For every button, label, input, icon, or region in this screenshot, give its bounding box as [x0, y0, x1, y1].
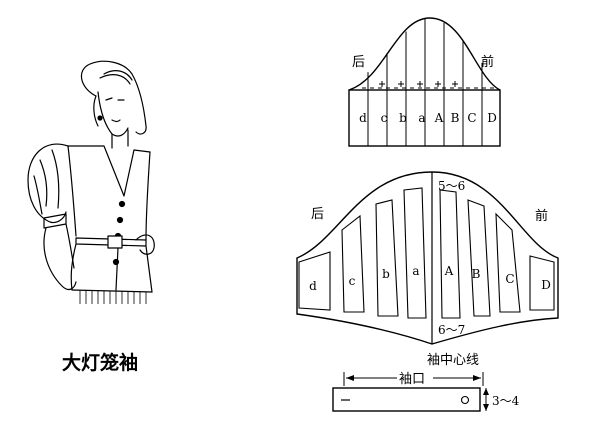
cuff-label: 袖口: [399, 372, 425, 387]
top-panel-letter: b: [399, 111, 407, 125]
top-ease-mark: [435, 81, 441, 87]
top-panel-letter: A: [434, 111, 444, 125]
bottom-panel-letter: C: [505, 272, 514, 286]
bottom-sleeve-outline: [296, 171, 559, 345]
bottom-front-label: 前: [535, 208, 548, 224]
top-ease-mark: [398, 81, 404, 87]
top-sleeve-cap-curve: [348, 17, 501, 91]
top-ease-mark: [417, 81, 423, 87]
bottom-panel-letter: d: [309, 279, 317, 293]
top-panel-letter: a: [418, 111, 425, 125]
top-back-label: 后: [352, 55, 365, 70]
top-panel-letter: C: [467, 111, 476, 125]
spread-piece: [529, 255, 555, 311]
top-panel-letter: D: [487, 111, 497, 125]
spread-piece: [439, 189, 461, 319]
spread-piece: [495, 212, 521, 313]
spread-piece: [403, 187, 427, 319]
figure-title: 大灯笼袖: [62, 351, 138, 374]
top-front-label: 前: [481, 54, 494, 70]
bottom-panel-letters: d c b a A B C D: [309, 264, 551, 293]
top-panel-letter: d: [359, 111, 367, 125]
top-panel-dividers: [362, 18, 498, 146]
cuff-rect: [332, 387, 481, 412]
center-line-label: 袖中心线: [427, 353, 479, 368]
cuff-piece: 袖口 3～4: [332, 370, 520, 412]
bottom-panel-letter: b: [382, 267, 390, 281]
bottom-panel-letter: D: [541, 278, 551, 292]
woman-illustration: [27, 60, 155, 293]
top-panel-letter: B: [451, 111, 460, 125]
top-measure-label: 5～6: [438, 179, 465, 193]
bottom-panel-letter: B: [472, 267, 481, 281]
top-ease-mark: [452, 81, 458, 87]
bottom-spread-pieces: [298, 187, 555, 319]
top-ease-mark: [379, 81, 385, 87]
bottom-back-label: 后: [311, 207, 324, 222]
bottom-panel-letter: a: [412, 264, 419, 278]
top-panel-letter: c: [381, 111, 388, 125]
bottom-panel-letter: A: [444, 264, 454, 278]
bottom-panel-letter: c: [349, 274, 356, 288]
bottom-sleeve-pattern: d c b a A B C D 后 前 5～6 6～7 袖中心线: [296, 171, 559, 368]
spread-piece: [298, 251, 331, 311]
cuff-button: [460, 395, 470, 405]
bottom-measure-label: 6～7: [438, 323, 465, 337]
spread-piece: [467, 199, 491, 317]
skirt-hatching: [79, 290, 147, 304]
spread-piece: [341, 214, 365, 313]
cuff-height-label: 3～4: [492, 394, 520, 408]
spread-piece: [375, 199, 399, 317]
